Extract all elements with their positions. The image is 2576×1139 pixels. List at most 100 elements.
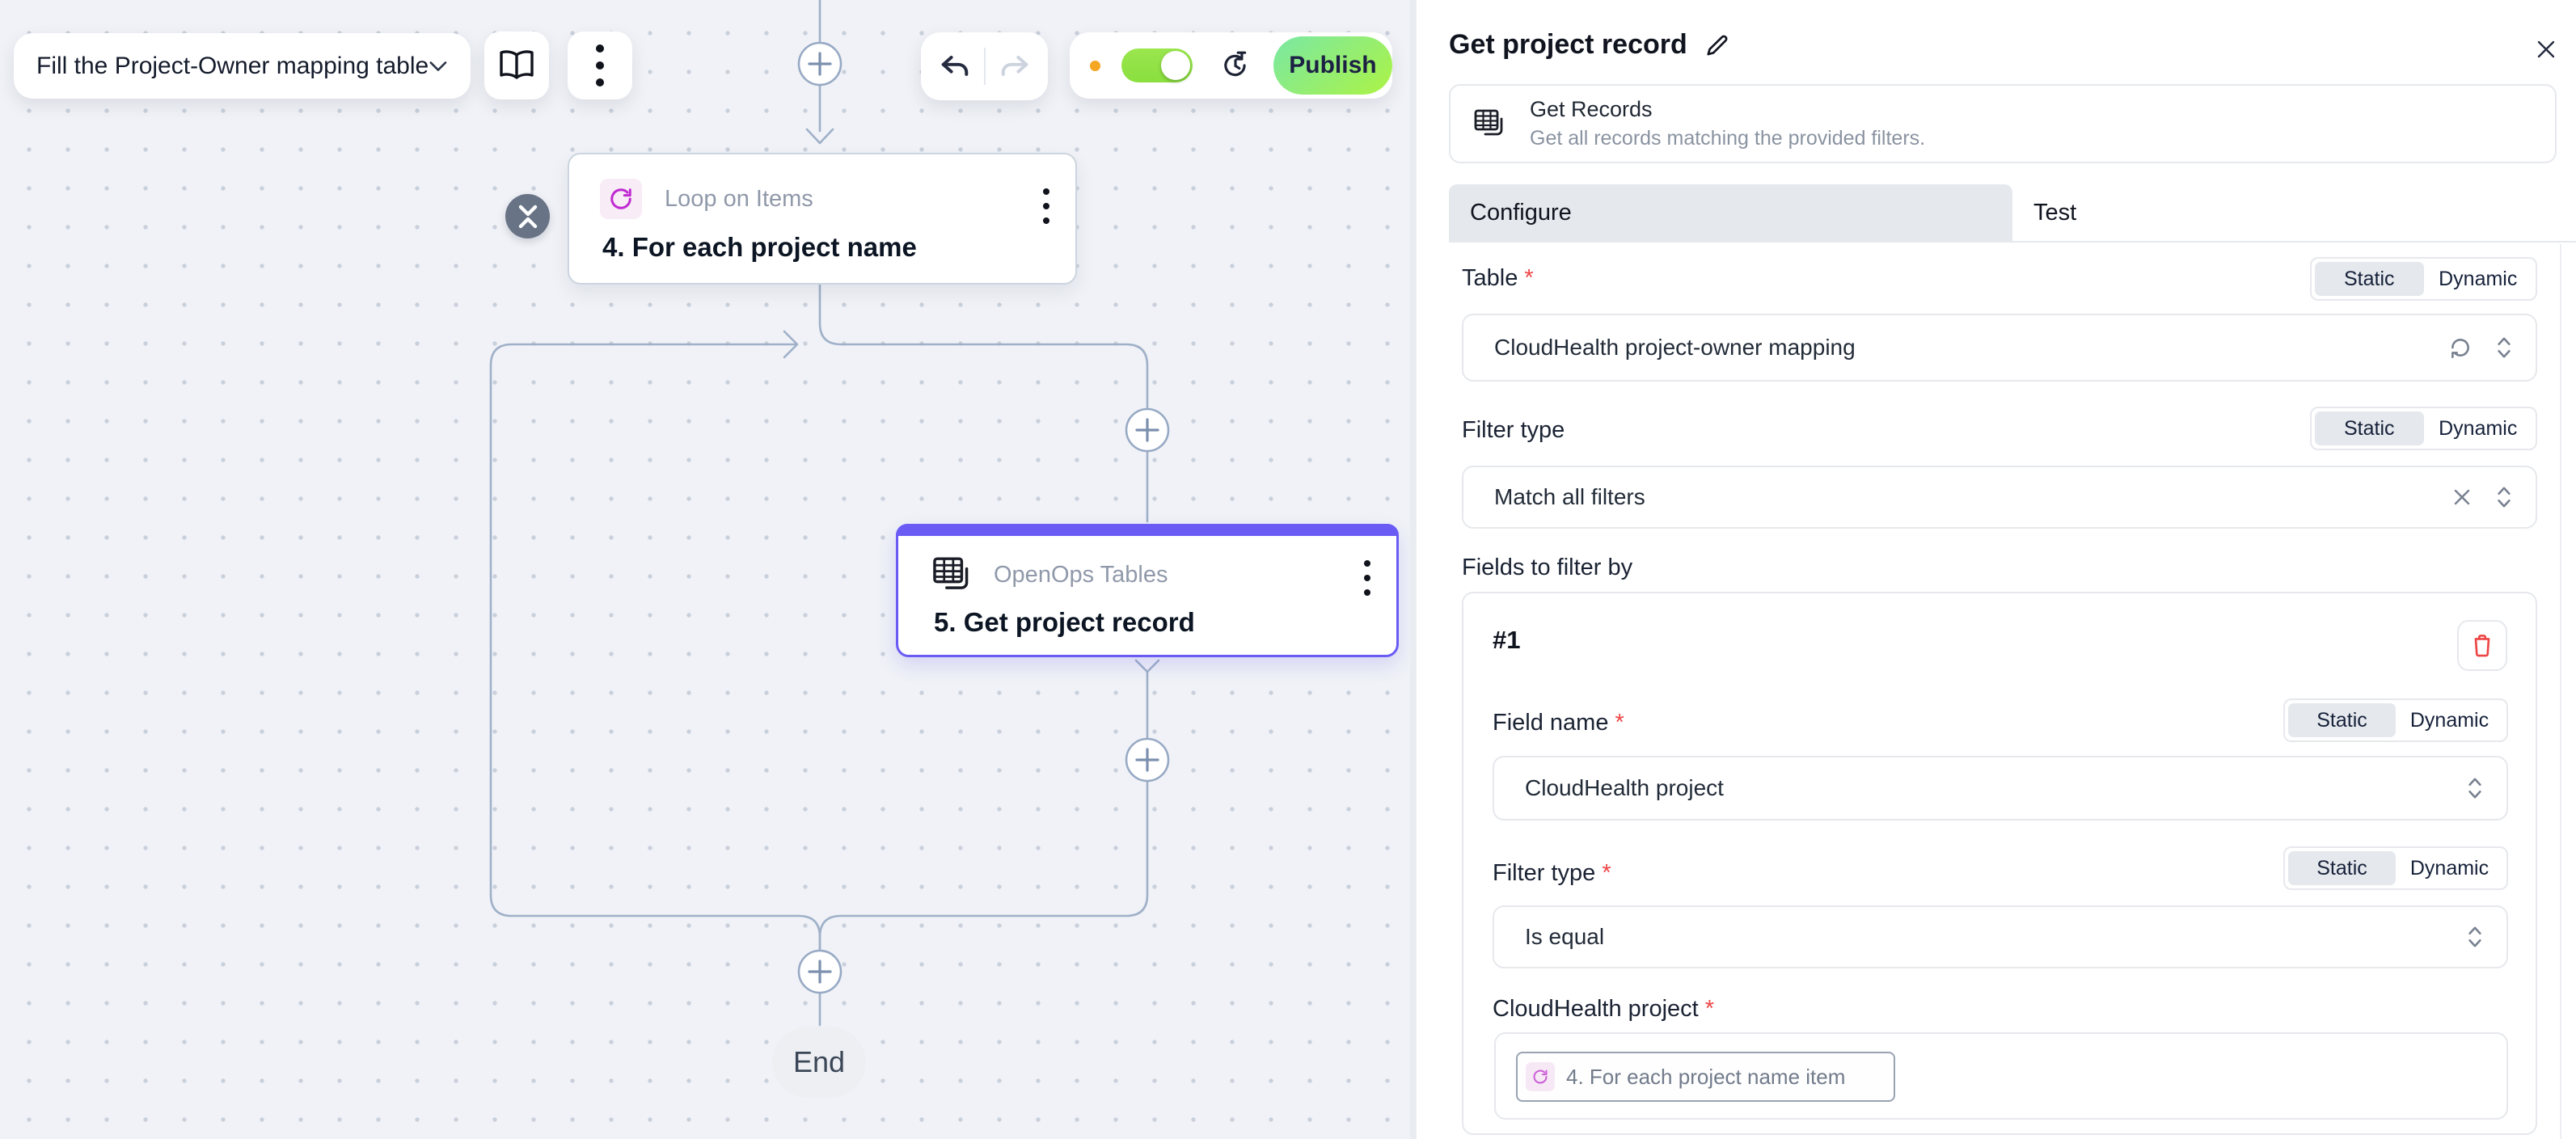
filter-type-select-value: Match all filters [1494, 484, 1645, 509]
loop-item-token-chip[interactable]: 4. For each project name item [1516, 1052, 1895, 1102]
flow-menu-button[interactable] [568, 32, 632, 99]
flow-name-selector[interactable]: Fill the Project-Owner mapping table [14, 33, 471, 99]
rename-step-button[interactable] [1705, 33, 1729, 57]
add-step-button[interactable] [797, 41, 842, 86]
node-loop-on-items[interactable]: Loop on Items 4. For each project name [568, 153, 1077, 285]
table-select[interactable]: CloudHealth project-owner mapping [1462, 314, 2537, 382]
static-option[interactable]: Static [2315, 411, 2424, 445]
filter-type-static-dynamic-toggle: Static Dynamic [2310, 407, 2537, 450]
flow-connectors [489, 0, 1170, 1027]
docs-button[interactable] [484, 32, 549, 99]
project-value-input[interactable]: 4. For each project name item [1494, 1032, 2508, 1120]
publish-label: Publish [1289, 52, 1377, 78]
node-title: 5. Get project record [934, 607, 1195, 637]
field-name-label: Field name* [1493, 710, 1624, 736]
toggle-knob [1160, 51, 1190, 80]
row-filter-type-select-value: Is equal [1525, 924, 1605, 949]
tab-configure[interactable]: Configure [1449, 184, 2012, 241]
add-step-button[interactable] [1125, 737, 1170, 783]
field-name-select-value: CloudHealth project [1525, 775, 1724, 800]
kebab-menu-icon [596, 44, 604, 86]
panel-tabs: Configure Test [1449, 184, 2576, 243]
project-value-label: CloudHealth project* [1493, 996, 1714, 1022]
field-name-select[interactable]: CloudHealth project [1493, 756, 2508, 821]
dynamic-option[interactable]: Dynamic [2409, 708, 2489, 732]
publish-button[interactable]: Publish [1273, 36, 1392, 95]
filter-type-label: Filter type [1462, 417, 1565, 443]
fields-to-filter-by-label: Fields to filter by [1462, 555, 1633, 580]
flow-canvas[interactable]: Fill the Project-Owner mapping table [0, 0, 1410, 1139]
dynamic-option[interactable]: Dynamic [2439, 416, 2518, 440]
tables-icon [1474, 109, 1503, 136]
loop-icon [600, 179, 642, 219]
node-menu-button[interactable] [1043, 188, 1049, 224]
filter-group-card: #1 Field name* Static Dynamic CloudHealt… [1462, 592, 2537, 1135]
add-step-plus-icon [808, 960, 832, 984]
token-chip-label: 4. For each project name item [1566, 1064, 1846, 1089]
row-filter-type-static-dynamic-toggle: Static Dynamic [2283, 846, 2508, 890]
history-icon [1224, 51, 1247, 77]
undo-icon[interactable] [937, 50, 973, 82]
flow-name: Fill the Project-Owner mapping table [36, 52, 429, 79]
scroll-gutter [2560, 244, 2561, 1139]
select-expand-icon [2468, 926, 2481, 947]
table-field-label: Table* [1462, 265, 1534, 291]
refresh-icon[interactable] [2448, 335, 2473, 360]
publish-control-group: Publish [1070, 32, 1392, 99]
divider [983, 48, 986, 85]
connector-loopback [489, 343, 821, 951]
node-menu-button[interactable] [1364, 560, 1370, 596]
dynamic-option[interactable]: Dynamic [2439, 267, 2518, 290]
add-step-plus-icon [1135, 418, 1159, 442]
static-option[interactable]: Static [2288, 703, 2396, 737]
table-static-dynamic-toggle: Static Dynamic [2310, 257, 2537, 301]
tables-icon [933, 557, 969, 589]
delete-filter-button[interactable] [2457, 620, 2507, 671]
required-marker: * [1615, 710, 1624, 736]
row-filter-type-select[interactable]: Is equal [1493, 905, 2508, 968]
required-marker: * [1602, 860, 1611, 886]
trash-icon [2474, 634, 2490, 656]
required-marker: * [1704, 996, 1714, 1022]
filter-index: #1 [1493, 626, 1521, 654]
node-title: 4. For each project name [602, 232, 917, 262]
status-dot [1090, 60, 1100, 71]
row-filter-type-label: Filter type* [1493, 860, 1611, 886]
tab-label: Test [2033, 199, 2077, 226]
action-description: Get all records matching the provided fi… [1530, 127, 1926, 150]
add-step-button[interactable] [1125, 407, 1170, 453]
node-app-name: OpenOps Tables [994, 561, 1168, 588]
version-history-button[interactable] [1220, 50, 1251, 81]
select-expand-icon [2498, 487, 2511, 508]
redo-icon[interactable] [997, 50, 1033, 82]
close-panel-button[interactable] [2534, 37, 2558, 61]
panel-title: Get project record [1449, 29, 1687, 60]
connector-branch-return [818, 780, 1149, 951]
connector-loop-branch [818, 283, 1149, 410]
close-icon [2537, 40, 2555, 58]
book-open-icon [500, 50, 534, 79]
flow-enabled-toggle[interactable] [1121, 49, 1193, 82]
end-label: End [792, 1045, 846, 1078]
add-step-button[interactable] [797, 949, 842, 994]
node-app-name: Loop on Items [665, 185, 813, 212]
filter-type-select[interactable]: Match all filters [1462, 466, 2537, 529]
collapse-loop-icon [518, 205, 537, 228]
static-option[interactable]: Static [2315, 262, 2424, 296]
node-get-project-record[interactable]: OpenOps Tables 5. Get project record [896, 524, 1399, 657]
edit-pencil-icon [1707, 35, 1728, 55]
clear-icon[interactable] [2451, 487, 2473, 508]
static-option[interactable]: Static [2288, 851, 2396, 885]
table-select-value: CloudHealth project-owner mapping [1494, 335, 1856, 360]
field-name-static-dynamic-toggle: Static Dynamic [2283, 698, 2508, 742]
add-step-plus-icon [1135, 748, 1159, 772]
tab-test[interactable]: Test [2012, 184, 2576, 241]
step-settings-panel: Get project record Get Records Get all r… [1417, 0, 2576, 1139]
tab-label: Configure [1470, 199, 1572, 226]
add-step-buttons [797, 41, 1170, 994]
collapse-loop-button[interactable] [505, 194, 550, 238]
add-step-plus-icon [808, 52, 832, 76]
dynamic-option[interactable]: Dynamic [2409, 856, 2489, 880]
panel-resize-handle[interactable] [1410, 0, 1417, 1139]
action-summary-card: Get Records Get all records matching the… [1449, 84, 2557, 163]
